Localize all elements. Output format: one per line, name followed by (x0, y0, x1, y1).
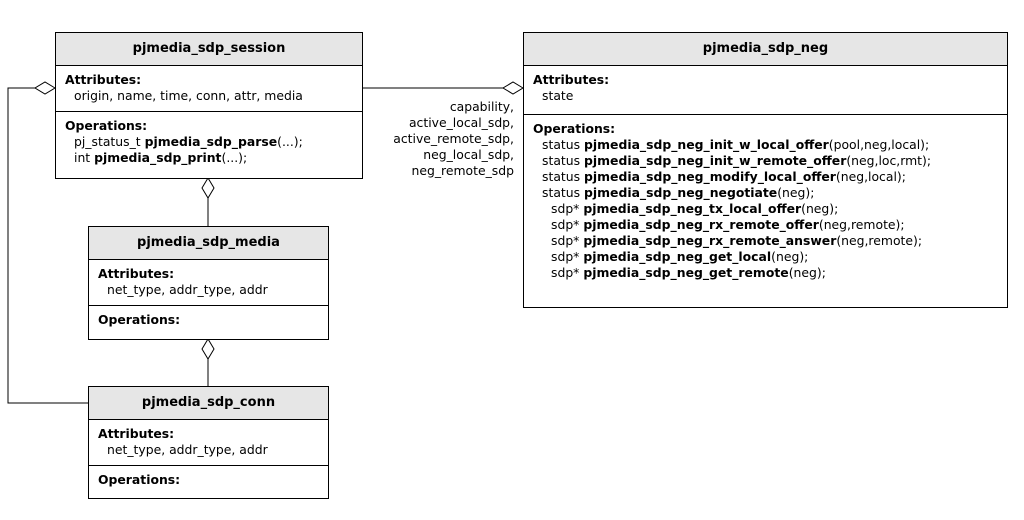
attributes-section: Attributes: net_type, addr_type, addr (89, 260, 328, 306)
operation-item: status pjmedia_sdp_neg_negotiate(neg); (542, 185, 815, 200)
attributes-section: Attributes: origin, name, time, conn, at… (56, 66, 362, 112)
operations-section: Operations: status pjmedia_sdp_neg_init_… (524, 115, 1007, 288)
class-pjmedia-sdp-media: pjmedia_sdp_media Attributes: net_type, … (88, 226, 329, 340)
session-media-diamond (201, 177, 215, 199)
operation-item: sdp* pjmedia_sdp_neg_get_remote(neg); (551, 265, 826, 280)
operations-section: Operations: (89, 306, 328, 335)
attributes-list: state (542, 88, 574, 103)
association-label: active_local_sdp, (408, 115, 514, 130)
attributes-section: Attributes: net_type, addr_type, addr (89, 420, 328, 466)
association-label: active_remote_sdp, (393, 131, 514, 146)
operations-title: Operations: (65, 118, 148, 133)
class-name: pjmedia_sdp_session (56, 33, 362, 66)
session-neg-diamond (502, 81, 524, 95)
media-conn-diamond (201, 338, 215, 360)
attributes-title: Attributes: (98, 266, 175, 281)
class-pjmedia-sdp-conn: pjmedia_sdp_conn Attributes: net_type, a… (88, 386, 329, 499)
association-label: neg_remote_sdp (411, 163, 515, 178)
session-conn-aggregation-line (7, 87, 90, 404)
operation-item: sdp* pjmedia_sdp_neg_rx_remote_offer(neg… (551, 217, 905, 232)
association-label: capability, (449, 99, 514, 114)
class-pjmedia-sdp-session: pjmedia_sdp_session Attributes: origin, … (55, 32, 363, 179)
session-conn-diamond (34, 81, 56, 95)
class-pjmedia-sdp-neg: pjmedia_sdp_neg Attributes: state Operat… (523, 32, 1008, 308)
operation-item: pj_status_t pjmedia_sdp_parse(...); (74, 134, 303, 149)
class-name: pjmedia_sdp_media (89, 227, 328, 260)
operations-title: Operations: (98, 312, 181, 327)
operation-item: status pjmedia_sdp_neg_init_w_local_offe… (542, 137, 930, 152)
class-name: pjmedia_sdp_neg (524, 33, 1007, 66)
attributes-list: origin, name, time, conn, attr, media (74, 88, 303, 103)
attributes-title: Attributes: (98, 426, 175, 441)
operations-section: Operations: (89, 466, 328, 495)
association-label: neg_local_sdp, (423, 147, 514, 162)
attributes-list: net_type, addr_type, addr (107, 442, 268, 457)
class-name: pjmedia_sdp_conn (89, 387, 328, 420)
attributes-section: Attributes: state (524, 66, 1007, 115)
operation-item: sdp* pjmedia_sdp_neg_tx_local_offer(neg)… (551, 201, 839, 216)
operations-title: Operations: (98, 472, 181, 487)
attributes-list: net_type, addr_type, addr (107, 282, 268, 297)
operation-item: sdp* pjmedia_sdp_neg_get_local(neg); (551, 249, 809, 264)
operation-item: int pjmedia_sdp_print(...); (74, 150, 248, 165)
attributes-title: Attributes: (65, 72, 142, 87)
attributes-title: Attributes: (533, 72, 610, 87)
association-labels: capability, active_local_sdp, active_rem… (393, 99, 514, 179)
operations-title: Operations: (533, 121, 616, 136)
operation-item: sdp* pjmedia_sdp_neg_rx_remote_answer(ne… (551, 233, 923, 248)
operations-section: Operations: pj_status_t pjmedia_sdp_pars… (56, 112, 362, 173)
operation-item: status pjmedia_sdp_neg_modify_local_offe… (542, 169, 906, 184)
operation-item: status pjmedia_sdp_neg_init_w_remote_off… (542, 153, 932, 168)
